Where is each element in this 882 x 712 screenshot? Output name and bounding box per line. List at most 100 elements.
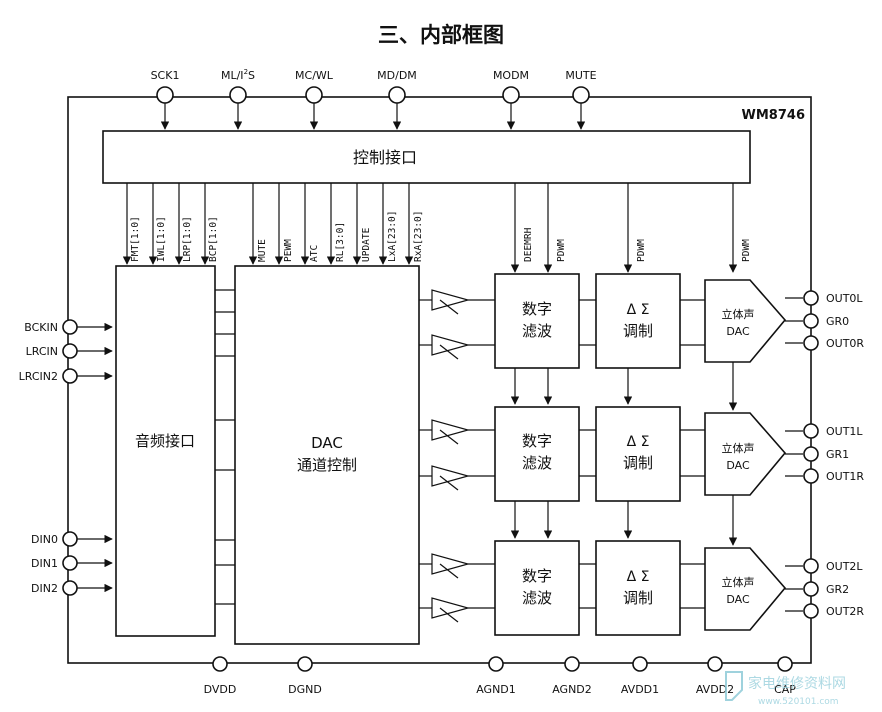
pin-label-mc-wl: MC/WL	[295, 69, 334, 82]
pin-label-din0: DIN0	[31, 533, 58, 546]
pin-label-out1r: OUT1R	[826, 470, 864, 483]
digital-filter-2	[494, 540, 580, 636]
dac-channel-control-label-2: 通道控制	[297, 456, 357, 474]
ctrl-label-lrp: LRP[1:0]	[182, 216, 193, 262]
watermark-logo-icon	[725, 671, 743, 701]
pin-label-agnd2: AGND2	[552, 683, 592, 696]
ctrl-label-pewm: PEWM	[283, 239, 294, 262]
ctrl-lines-audio: FMT[1:0] IWL[1:0] LRP[1:0] BCP[1:0]	[122, 183, 219, 265]
top-pin-sck1: SCK1	[151, 69, 179, 130]
delta-sigma-modulator-2	[595, 540, 681, 636]
pin-label-out1l: OUT1L	[826, 425, 863, 438]
modulator-1-label-1: Δ Σ	[627, 434, 650, 450]
stereo-dac-1-label-1: 立体声	[722, 441, 755, 455]
watermark-url: www.520101.com	[758, 697, 839, 707]
digital-filter-1-label-1: 数字	[522, 432, 552, 450]
pin-label-mute: MUTE	[565, 69, 596, 82]
stereo-dac-0-label-2: DAC	[726, 325, 750, 338]
modulator-0-label-2: 调制	[623, 322, 653, 340]
delta-sigma-modulator-1	[595, 406, 681, 502]
pin-label-gr1: GR1	[826, 448, 849, 461]
chip-name: WM8746	[742, 108, 805, 123]
control-interface-label: 控制接口	[353, 148, 417, 167]
pin-label-dvdd: DVDD	[204, 683, 237, 696]
modulator-0-label-1: Δ Σ	[627, 302, 650, 318]
diagram-title: 三、内部框图	[378, 23, 504, 47]
ctrl-label-lxa: LxA[23:0]	[387, 211, 398, 262]
dac-channel-control-label-1: DAC	[311, 434, 343, 452]
channel-1: 数字 滤波 Δ Σ 调制 立体声 DAC	[419, 406, 803, 502]
ctrl-label-bcp: BCP[1:0]	[208, 216, 219, 262]
pin-label-out0r: OUT0R	[826, 337, 864, 350]
pin-label-lrcin2: LRCIN2	[19, 370, 58, 383]
pin-label-dgnd: DGND	[288, 683, 322, 696]
digital-filter-0	[494, 273, 580, 369]
ctrl-label-update: UPDATE	[361, 227, 372, 262]
modulator-2-label-1: Δ Σ	[627, 569, 650, 585]
pin-label-cap: CAP	[774, 683, 796, 696]
stereo-dac-0	[704, 279, 787, 363]
left-pins: BCKIN LRCIN LRCIN2 DIN0 DIN1 DIN2	[19, 319, 113, 596]
digital-filter-1	[494, 406, 580, 502]
digital-filter-2-label-2: 滤波	[522, 589, 552, 607]
pin-label-bckin: BCKIN	[24, 321, 58, 334]
pin-label-agnd1: AGND1	[476, 683, 516, 696]
dac-channel-control-block	[234, 265, 420, 645]
ctrl-label-rl: RL[3:0]	[335, 222, 346, 262]
ctrl-label-deemrh: DEEMRH	[523, 227, 534, 262]
pin-label-avdd1: AVDD1	[621, 683, 659, 696]
control-interface-block	[102, 130, 751, 184]
ctrl-label-fmt: FMT[1:0]	[130, 216, 141, 262]
ctrl-label-pdwm-1: PDWM	[556, 239, 567, 262]
stereo-dac-2-label-1: 立体声	[722, 575, 755, 589]
pin-din1: DIN1	[31, 555, 113, 571]
digital-filter-0-label-1: 数字	[522, 300, 552, 318]
digital-filter-0-label-2: 滤波	[522, 322, 552, 340]
audio-interface-block	[115, 265, 216, 637]
stereo-dac-0-label-1: 立体声	[722, 307, 755, 321]
pin-bckin: BCKIN	[24, 319, 113, 335]
top-pin-mute: MUTE	[565, 69, 597, 130]
audio-to-dac-bus	[215, 289, 235, 605]
bottom-pins: DVDD DGND AGND1 AGND2 AVDD1 AVDD2 CAP	[204, 656, 796, 696]
pin-label-din2: DIN2	[31, 582, 58, 595]
pin-label-out2l: OUT2L	[826, 560, 863, 573]
watermark: 家电维修资料网 www.520101.com	[725, 671, 846, 707]
pin-label-ml-i2s: ML/I2S	[221, 68, 255, 82]
pin-label-lrcin: LRCIN	[26, 345, 58, 358]
top-pin-ml-i2s: ML/I2S	[221, 68, 255, 130]
pin-label-md-dm: MD/DM	[377, 69, 417, 82]
stereo-dac-2-label-2: DAC	[726, 593, 750, 606]
pin-din2: DIN2	[31, 580, 113, 596]
digital-filter-2-label-1: 数字	[522, 567, 552, 585]
pin-label-out0l: OUT0L	[826, 292, 863, 305]
ctrl-label-iwl: IWL[1:0]	[156, 216, 167, 262]
pin-din0: DIN0	[31, 531, 113, 547]
modulator-2-label-2: 调制	[623, 589, 653, 607]
ctrl-label-atc: ATC	[309, 245, 320, 262]
stereo-dac-2	[704, 547, 787, 631]
top-pin-md-dm: MD/DM	[377, 69, 417, 130]
ctrl-label-pdwm-2: PDWM	[636, 239, 647, 262]
channel-0: 数字 滤波 Δ Σ 调制 立体声 DAC	[419, 273, 803, 369]
pin-label-out2r: OUT2R	[826, 605, 864, 618]
pin-label-avdd2: AVDD2	[696, 683, 734, 696]
ctrl-lines-processing: DEEMRH PDWM PDWM PDWM	[510, 183, 752, 273]
top-pin-modm: MODM	[493, 69, 529, 130]
pin-label-modm: MODM	[493, 69, 529, 82]
ctrl-label-mute: MUTE	[257, 239, 268, 262]
pin-label-ml-superscript: 2	[244, 68, 248, 76]
watermark-text: 家电维修资料网	[748, 675, 846, 692]
ctrl-lines-dac: MUTE PEWM ATC RL[3:0] UPDATE LxA[23:0] R…	[248, 183, 424, 265]
audio-interface-label: 音频接口	[135, 432, 195, 450]
pin-lrcin: LRCIN	[26, 343, 113, 359]
pin-label-gr2: GR2	[826, 583, 849, 596]
digital-filter-1-label-2: 滤波	[522, 454, 552, 472]
inter-row-arrows	[510, 362, 738, 546]
modulator-1-label-2: 调制	[623, 454, 653, 472]
pin-label-din1: DIN1	[31, 557, 58, 570]
pin-label-gr0: GR0	[826, 315, 849, 328]
channel-2: 数字 滤波 Δ Σ 调制 立体声 DAC	[419, 540, 803, 636]
ctrl-label-rxa: RxA[23:0]	[413, 211, 424, 262]
